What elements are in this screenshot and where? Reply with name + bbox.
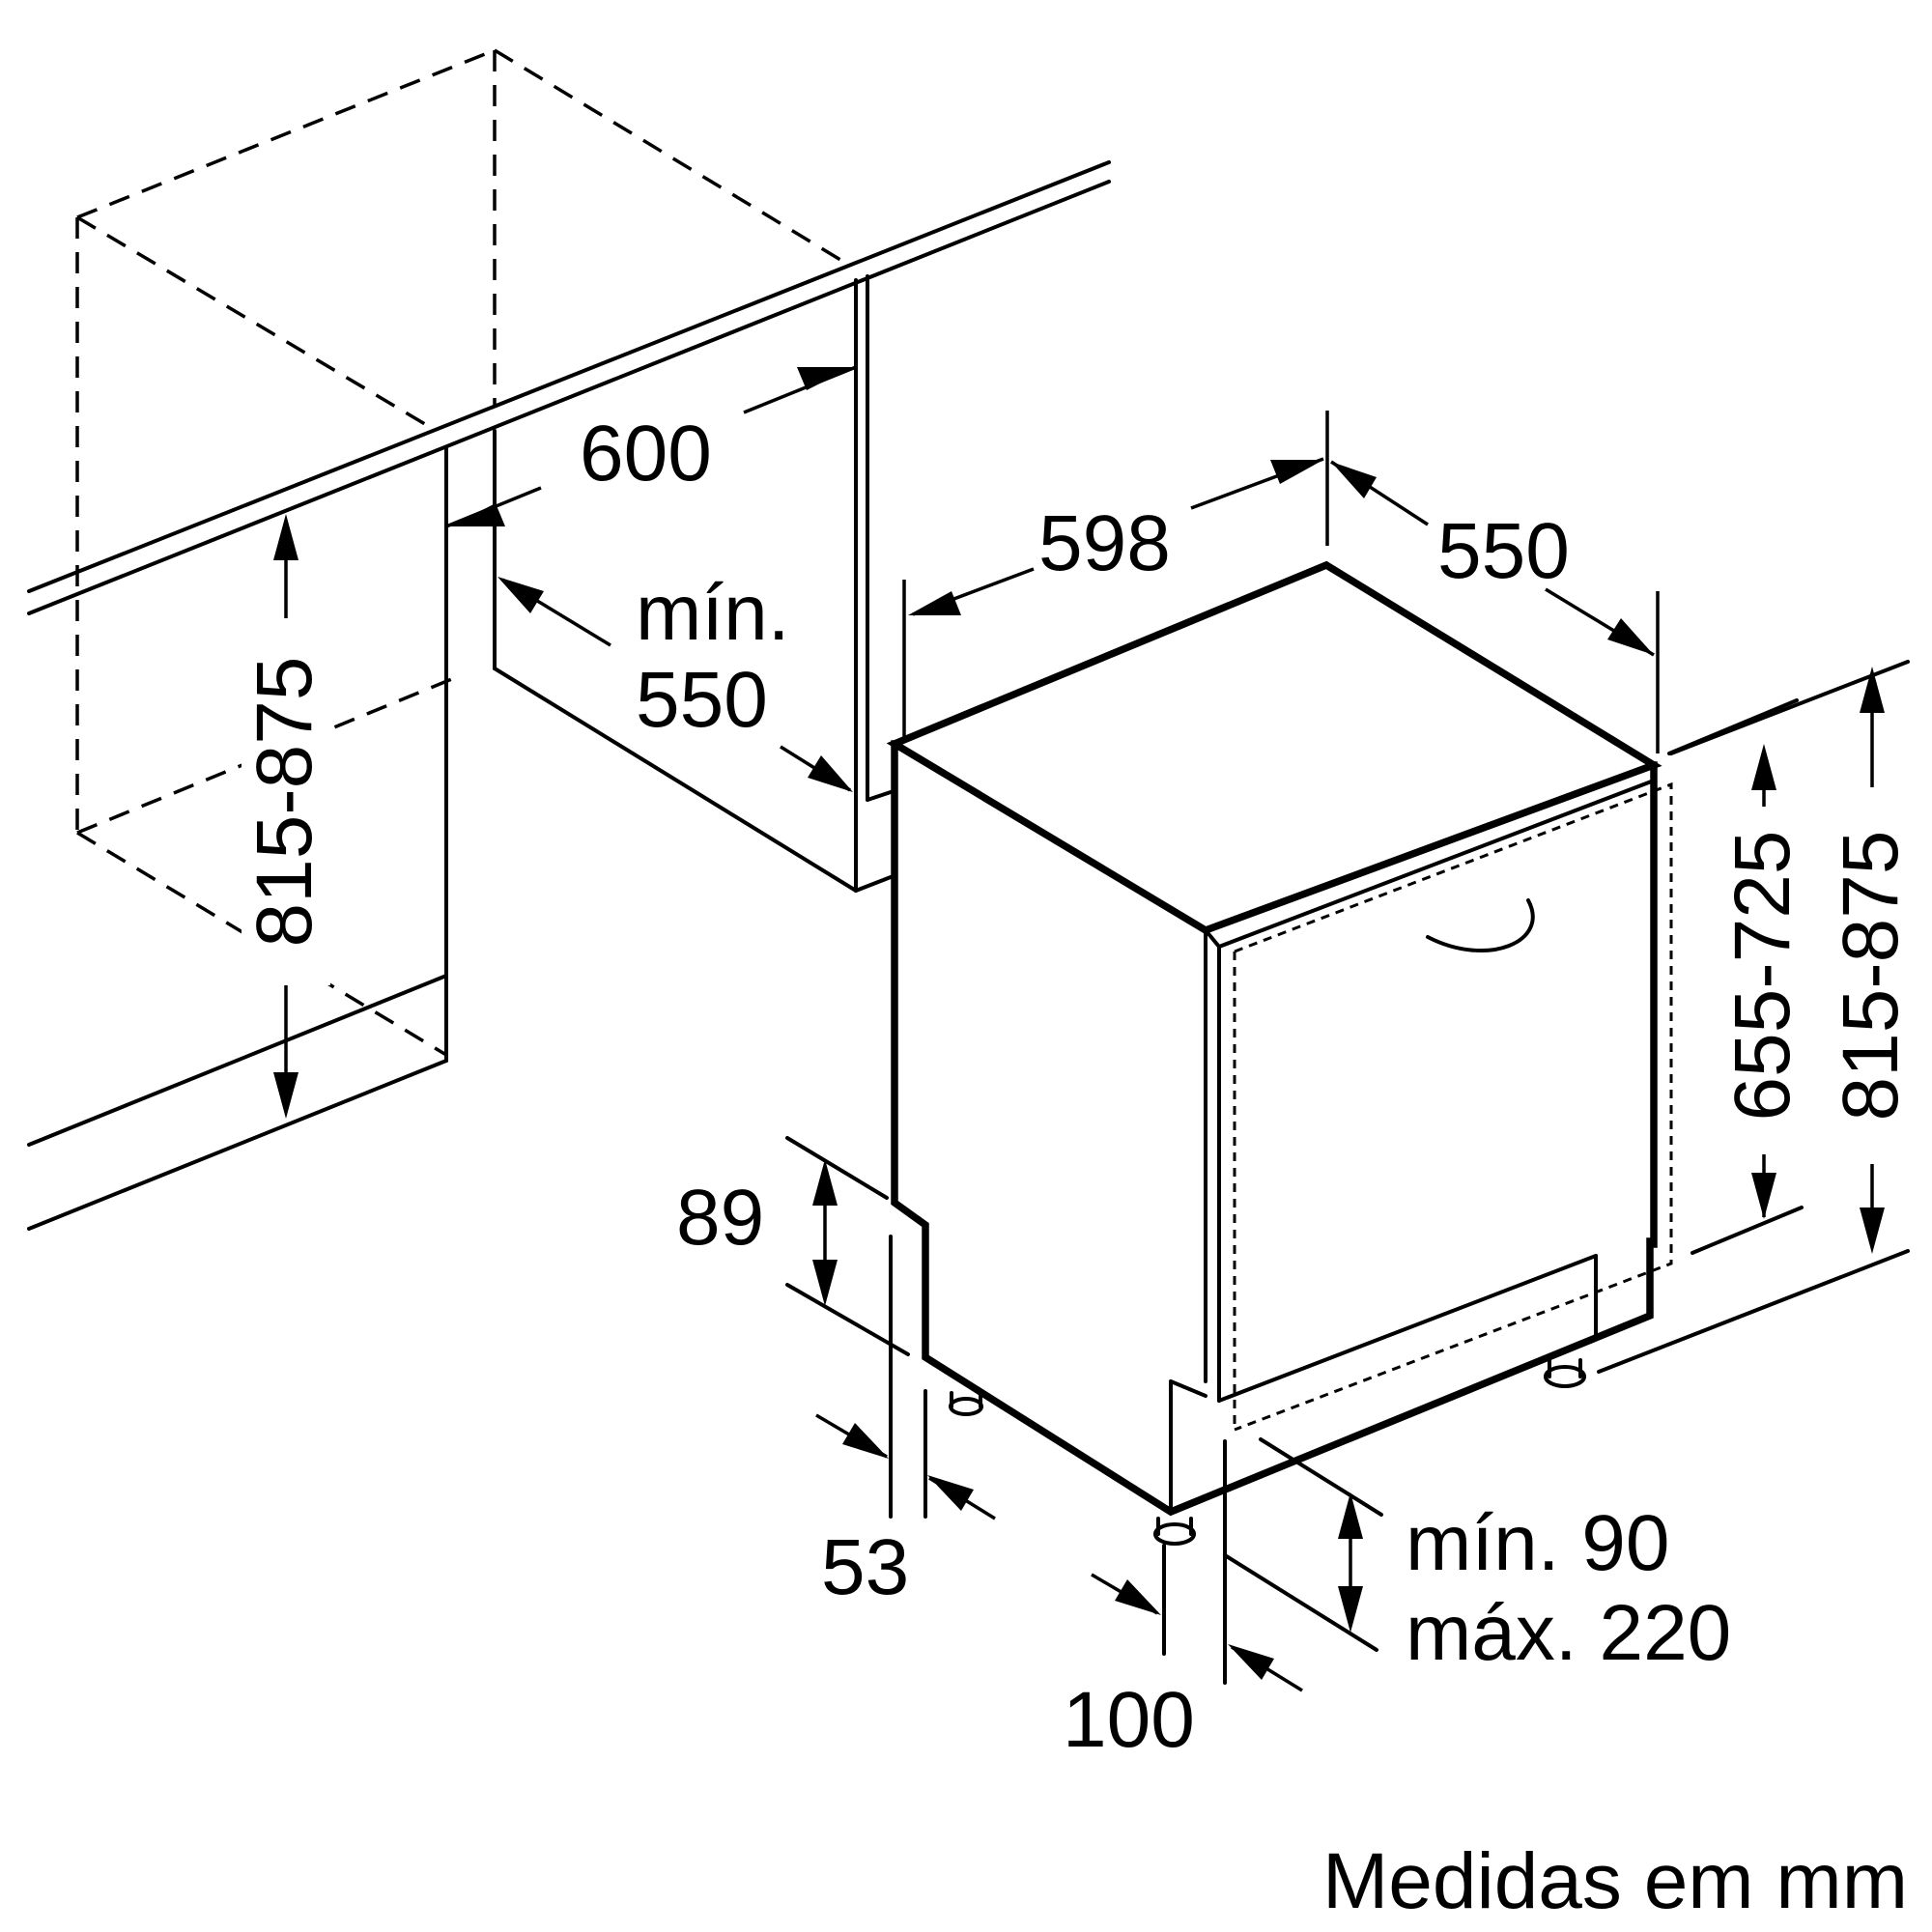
appliance-depth-dimension: 550 — [1330, 460, 1660, 753]
niche-height-dimension: 815-875 — [241, 514, 330, 1119]
niche-depth-label-min: mín. — [636, 569, 789, 657]
arrow-right-icon — [1115, 1579, 1161, 1615]
arrow-down-icon — [1338, 1586, 1363, 1633]
niche-depth-label-value: 550 — [636, 656, 768, 744]
appliance-depth-label: 550 — [1437, 507, 1570, 595]
arrow-down-right-icon — [808, 755, 853, 792]
arrow-up-left-icon — [497, 577, 544, 613]
dishwasher-appliance — [886, 560, 1673, 1546]
plinth-height-label: 89 — [676, 1174, 764, 1262]
door-height-label: 655-725 — [1719, 831, 1806, 1122]
arrow-right-icon — [842, 1423, 889, 1459]
arrow-up-icon — [1751, 744, 1776, 790]
plinth-gap-dimension: mín. 90 máx. 220 — [1223, 1437, 1731, 1677]
arrow-right-icon — [797, 367, 852, 390]
arrow-down-icon — [273, 1072, 298, 1119]
door-panel-outline — [1233, 781, 1673, 1432]
foot-offset-label: 100 — [1063, 1676, 1195, 1764]
arrow-left-icon — [927, 1475, 974, 1511]
arrow-right-icon — [1270, 460, 1323, 484]
niche-width-dimension: 600 — [445, 365, 857, 528]
appliance-width-label: 598 — [1038, 499, 1171, 587]
dashed-cabinet-outline — [75, 48, 851, 1057]
niche-depth-dimension: mín. 550 — [497, 569, 853, 792]
arrow-down-icon — [812, 1260, 838, 1306]
arrow-up-icon — [1860, 667, 1885, 713]
arrow-down-icon — [1751, 1173, 1776, 1219]
appliance-width-dimension: 598 — [902, 411, 1329, 739]
arrow-down-right-icon — [1607, 618, 1654, 655]
units-note: Medidas em mm — [1322, 1837, 1908, 1925]
arrow-down-icon — [1860, 1208, 1885, 1254]
arrow-up-icon — [1338, 1492, 1363, 1539]
arrow-up-icon — [812, 1159, 838, 1206]
foot-offset-dimension: 100 — [1063, 1439, 1303, 1764]
plinth-gap-max-label: máx. 220 — [1406, 1589, 1731, 1677]
plinth-height-dimension: 89 — [676, 1136, 910, 1356]
niche-width-label: 600 — [580, 410, 712, 497]
door-height-dimension: 655-725 — [1667, 698, 1808, 1255]
niche-height-label: 815-875 — [241, 657, 328, 948]
arrow-up-left-icon — [1331, 462, 1377, 498]
arrow-left-icon — [1228, 1644, 1274, 1680]
plinth-gap-min-label: mín. 90 — [1406, 1499, 1669, 1587]
appliance-height-dimension: 815-875 — [1597, 660, 1917, 1374]
kitchen-niche — [27, 48, 1111, 1231]
door-handle-icon — [1426, 898, 1535, 952]
arrow-up-icon — [273, 514, 298, 560]
arrow-left-icon — [450, 503, 505, 526]
arrow-left-icon — [908, 591, 961, 615]
plinth-setback-label: 53 — [821, 1523, 909, 1611]
adjustable-feet — [949, 1358, 1586, 1546]
plinth-setback-dimension: 53 — [815, 1235, 996, 1611]
appliance-height-label: 815-875 — [1827, 831, 1915, 1122]
